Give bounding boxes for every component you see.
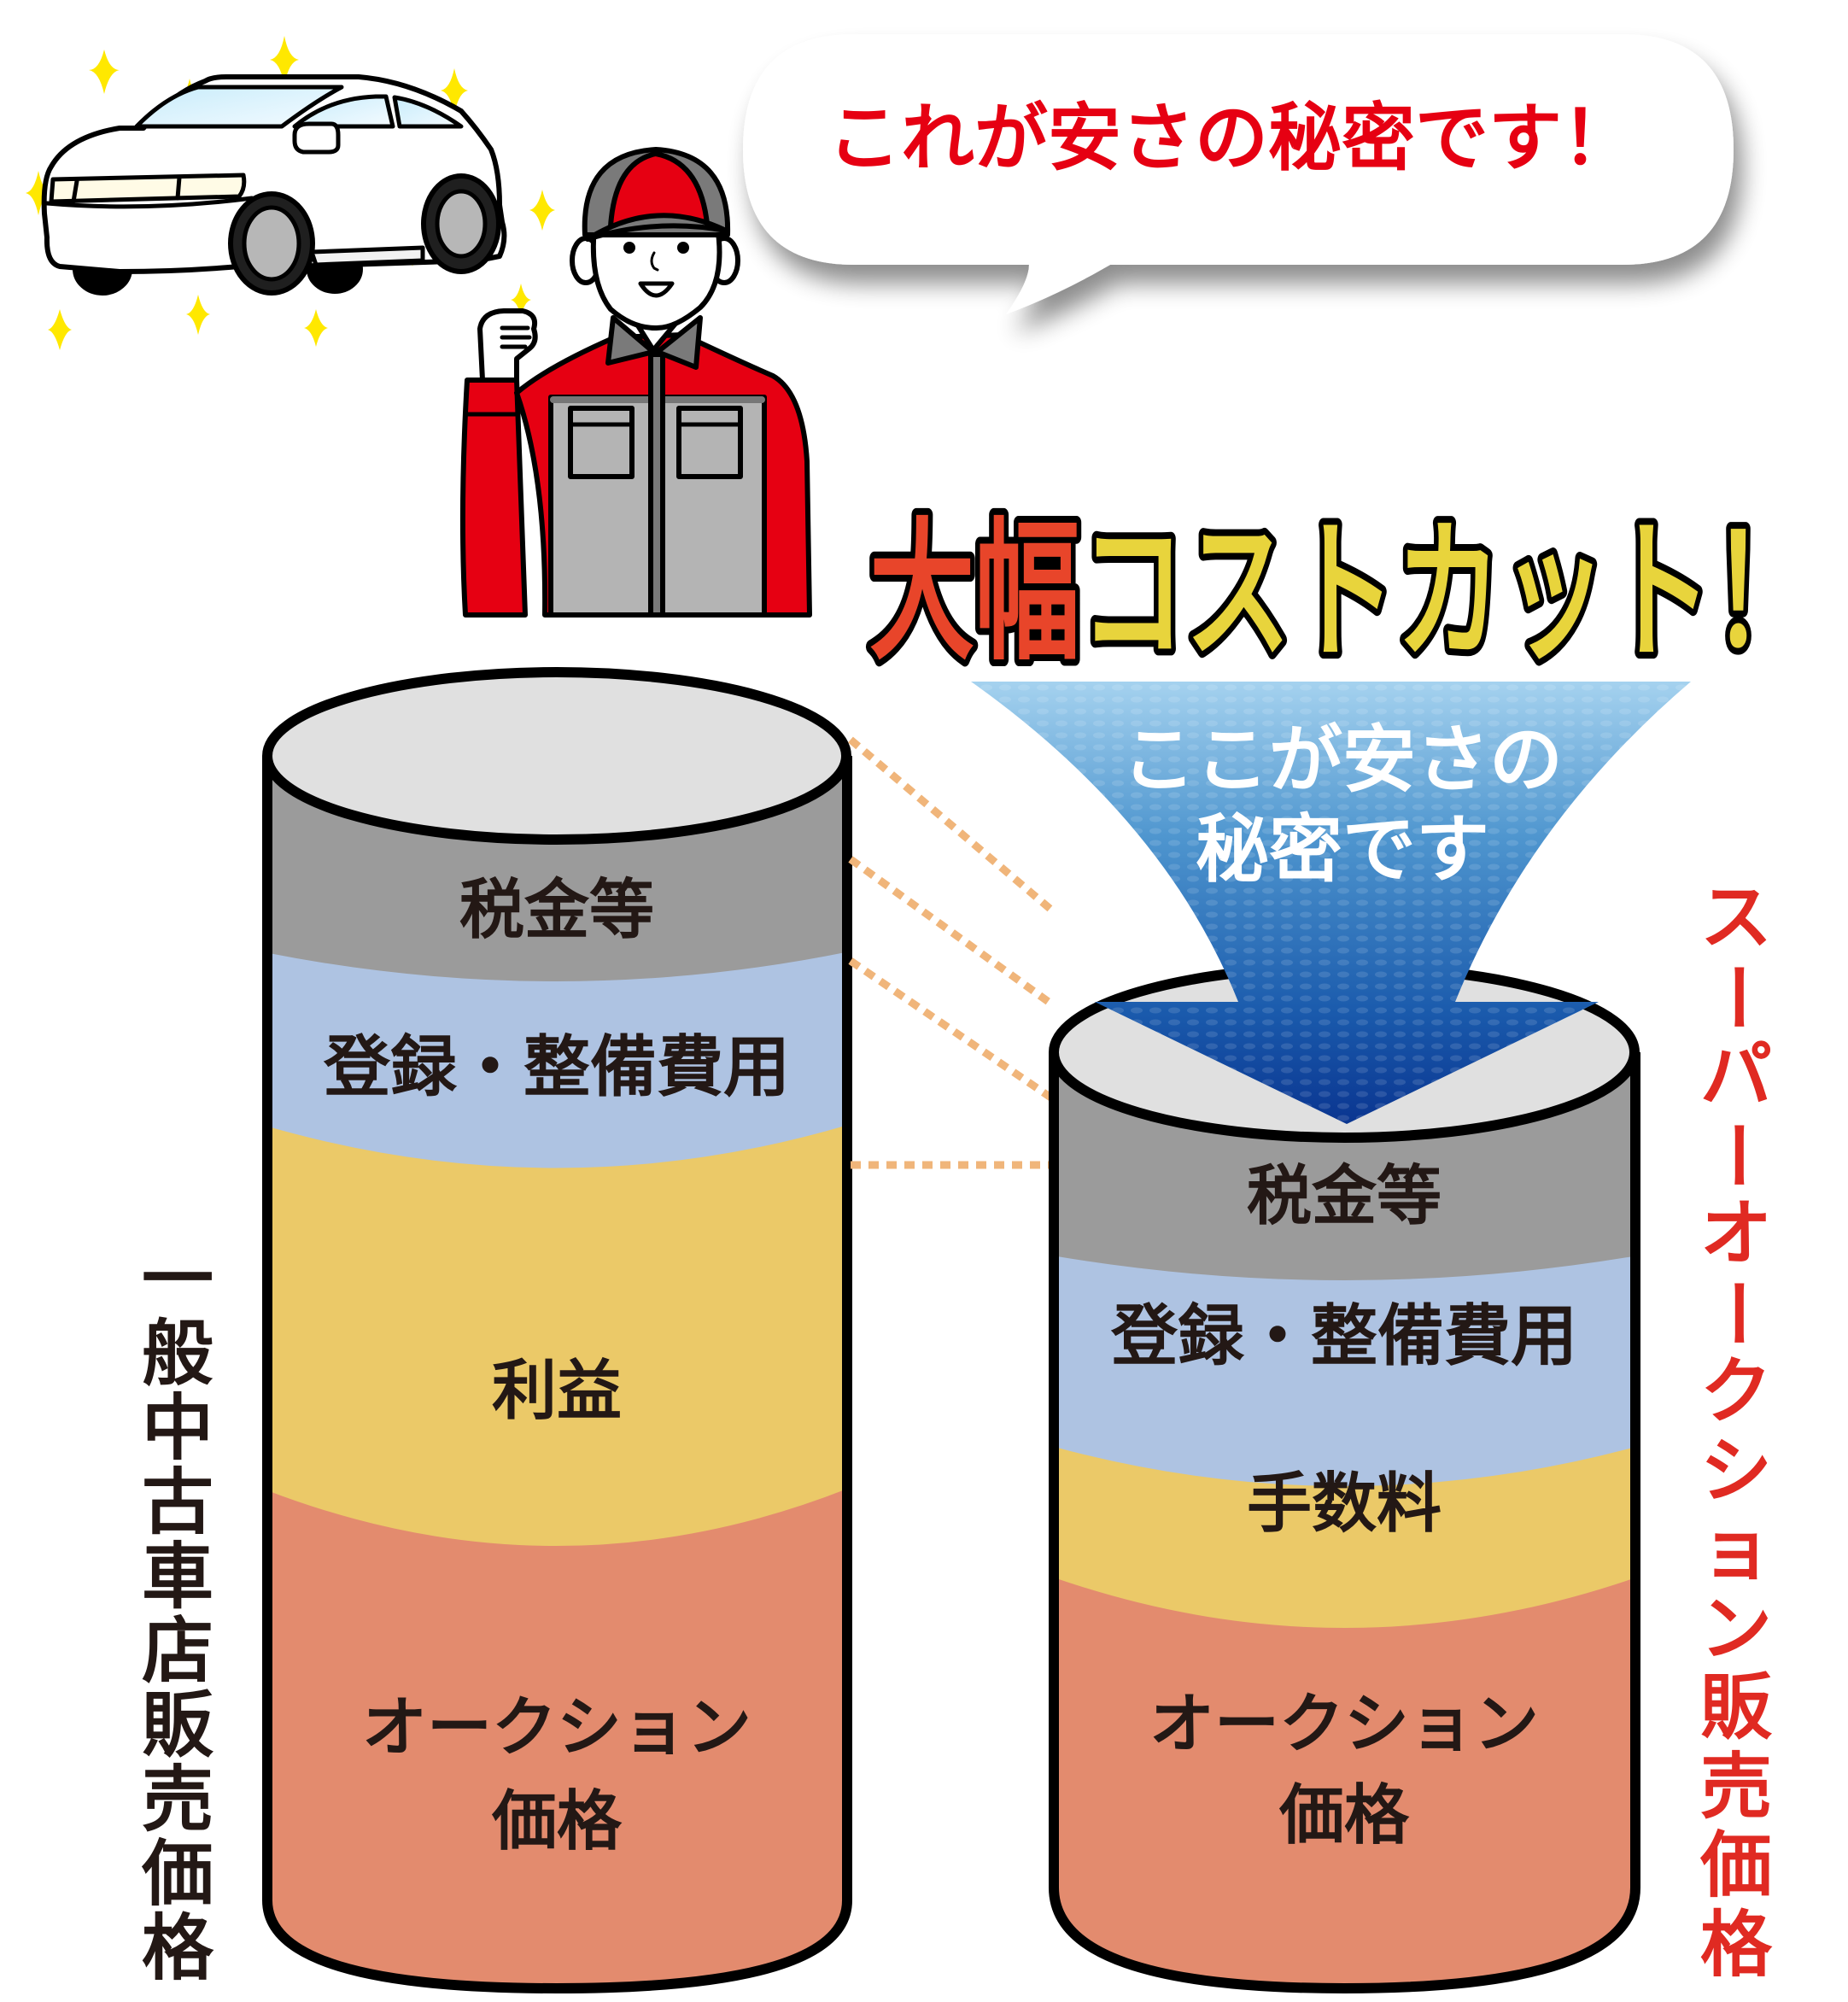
sparkle-icon (270, 36, 299, 85)
sparkle-icon (441, 68, 468, 114)
caption-char: ー (1694, 960, 1779, 1033)
right-label-auction-2: 価格 (1278, 1777, 1410, 1853)
caption-char: 格 (1699, 1902, 1772, 1987)
left-cylinder-top (262, 667, 851, 845)
caption-char: 古 (141, 1461, 213, 1544)
right-label-auction-1: オークション (1149, 1686, 1539, 1762)
left-label-auction-2: 価格 (491, 1783, 623, 1859)
sparkle-icon (48, 309, 72, 350)
caption-char: 車 (141, 1535, 213, 1619)
caption-char: ー (1694, 1118, 1779, 1191)
caption-char: 一 (141, 1238, 213, 1321)
connector-profit (848, 957, 1055, 1102)
left-label-registration: 登録・整備費用 (323, 1029, 790, 1106)
caption-char: 中 (141, 1386, 213, 1470)
sparkle-icon (26, 171, 51, 215)
caption-char: 価 (141, 1832, 213, 1916)
sparkle-icon (186, 295, 210, 335)
headline-red: 大幅 (869, 504, 1080, 681)
caption-char: ョ (1699, 1507, 1772, 1591)
caption-char: 販 (1699, 1665, 1772, 1749)
sparkle-icon (511, 284, 531, 317)
funnel-text-line2: 秘密です (1196, 807, 1489, 893)
right-cylinder-caption: スーパーオークション販売価格 (1694, 875, 1779, 1987)
caption-char: ス (1699, 875, 1772, 959)
funnel-arrow: ここが安さの 秘密です (971, 682, 1691, 1124)
dotted-connectors (848, 736, 1055, 1169)
right-label-tax: 税金等 (1247, 1158, 1442, 1234)
speech-bubble-text: これが安さの秘密です！ (828, 96, 1635, 181)
sparkle-icon (529, 190, 555, 231)
sparkle-icon (89, 50, 120, 94)
left-label-tax: 税金等 (459, 872, 654, 948)
svg-text:大幅コストカット！: 大幅コストカット！ (869, 504, 1817, 681)
caption-char: パ (1699, 1033, 1772, 1117)
headline-exclaim: ！ (1712, 504, 1817, 681)
mechanic-fist-pump-icon (459, 147, 812, 618)
caption-char: 売 (1699, 1744, 1772, 1829)
connector-registration (848, 856, 1055, 1008)
caption-char: 価 (1699, 1823, 1772, 1907)
caption-char: ク (1699, 1349, 1772, 1433)
caption-char: シ (1699, 1428, 1772, 1513)
caption-char: 般 (141, 1312, 213, 1396)
caption-char: 格 (141, 1906, 213, 1990)
caption-char: 販 (141, 1683, 213, 1767)
left-label-profit: 利益 (492, 1353, 622, 1429)
left-cylinder-caption: 一般中古車店販売価格 (137, 1243, 219, 1986)
left-label-auction-1: オークション (362, 1689, 751, 1765)
right-label-fee: 手数料 (1247, 1466, 1442, 1542)
white-car-icon (41, 74, 507, 296)
caption-char: オ (1699, 1191, 1772, 1275)
left-cylinder: 税金等 登録・整備費用 利益 オークション 価格 (262, 667, 852, 1994)
right-label-registration: 登録・整備費用 (1110, 1298, 1577, 1375)
headline-yellow: コストカット (1080, 504, 1712, 681)
caption-char: ー (1694, 1276, 1779, 1349)
headline: 大幅コストカット！ (863, 497, 1824, 688)
caption-char: 店 (141, 1609, 213, 1693)
speech-bubble (743, 34, 1734, 314)
funnel-text-line1: ここが安さの (1122, 717, 1563, 803)
caption-char: ン (1699, 1586, 1772, 1671)
sparkle-icon (304, 309, 328, 347)
caption-char: 売 (141, 1758, 213, 1841)
connector-tax (848, 736, 1055, 914)
